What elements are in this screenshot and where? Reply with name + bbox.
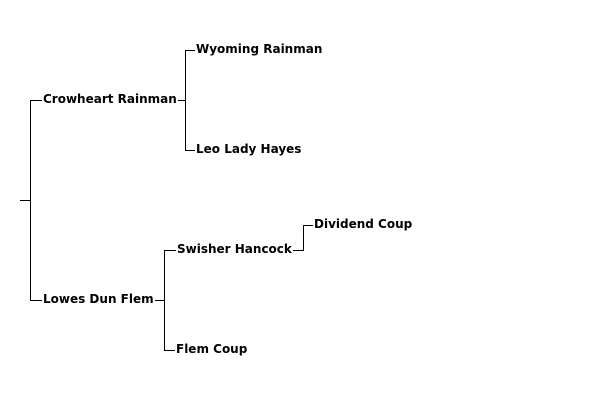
sire-dam-name: Leo Lady Hayes	[195, 142, 303, 156]
sire-name: Crowheart Rainman	[42, 92, 178, 106]
dam-sire-sire-name: Dividend Coup	[313, 217, 414, 231]
sire-sire-name: Wyoming Rainman	[195, 42, 324, 56]
dam-dam-name: Flem Coup	[175, 342, 249, 356]
dam-name: Lowes Dun Flem	[42, 292, 155, 306]
dam-sire-name: Swisher Hancock	[176, 242, 293, 256]
